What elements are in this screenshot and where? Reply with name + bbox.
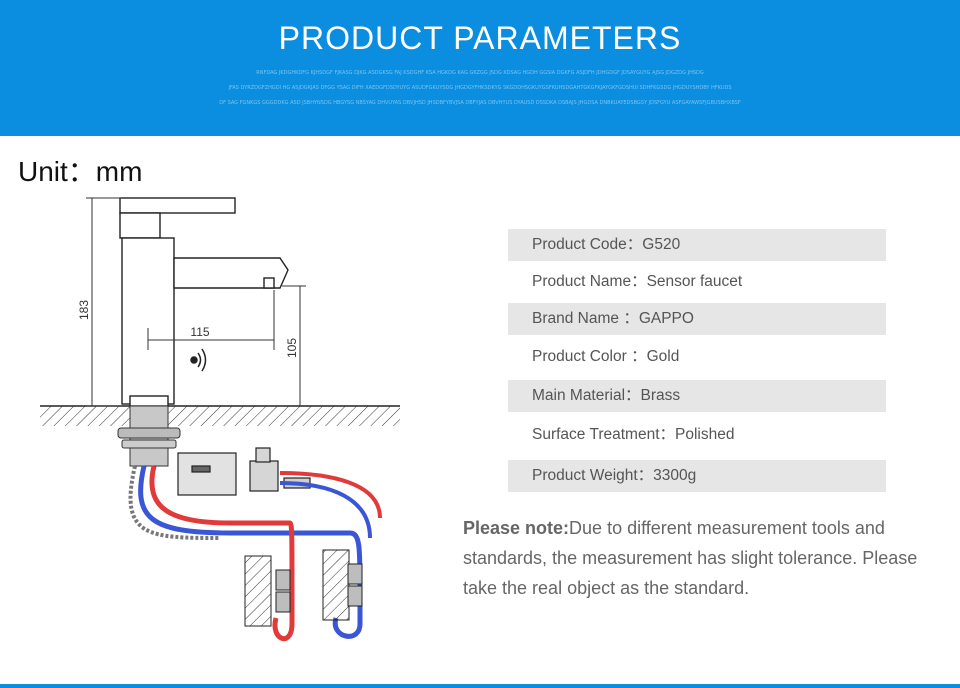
control-box [177,447,311,496]
countertop-hatch [40,406,400,426]
footer-line [0,684,960,688]
note-paragraph: Please note:Due to different measurement… [463,513,933,603]
parameter-row: Product Code：G520 [508,229,886,261]
parameter-row: Brand Name ：GAPPO [508,303,886,335]
note-text: Due to different measurement tools and s… [463,518,918,598]
banner-decorative-text-3: DF SAG FGNKGS GGGDDKG ASD JSBHYNSDG HBGY… [219,100,741,106]
dimension-height-total: 183 [77,300,91,320]
banner-decorative-text-1: RNFDAG JKDGHKDFG KJHSDGF FJKASG DJKG ASD… [256,70,704,76]
threaded-shank [117,405,181,467]
wall-valves [244,549,363,627]
banner-decorative-text-2: JFAS DYRZDGFZHGDI HG ASJDGKJAS DFGG YSAG… [228,85,732,91]
dimension-lines [86,197,306,407]
sensor-icon [190,348,207,372]
parameter-row: Product Name：Sensor faucet [532,273,743,290]
note-label: Please note: [463,518,570,538]
parameter-row: Surface Treatment：Polished [532,426,735,443]
braided-hose [128,465,221,540]
parameter-row: Product Color ：Gold [532,348,680,365]
dimension-reach: 115 [190,325,209,339]
dimension-spout-height: 105 [285,338,299,358]
unit-label: Unit：mm [18,156,143,187]
parameter-row: Product Weight：3300g [508,460,886,492]
hot-water-hose [149,465,295,642]
header-banner: PRODUCT PARAMETERS RNFDAG JKDGHKDFG KJHS… [0,0,960,136]
faucet-body [119,197,289,407]
cold-feed-hose [279,481,372,539]
hot-feed-hose [279,471,382,519]
faucet-dimension-diagram: 183 115 105 [40,197,400,642]
page-title: PRODUCT PARAMETERS [278,20,682,56]
cold-water-hose [138,465,363,639]
parameter-row: Main Material：Brass [508,380,886,412]
